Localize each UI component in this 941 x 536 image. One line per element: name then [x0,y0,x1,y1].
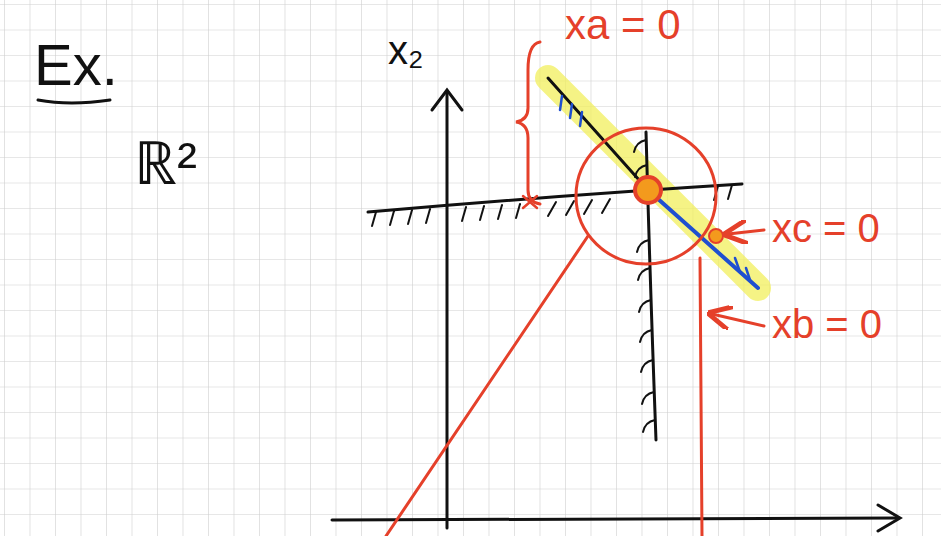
leader-line [700,258,702,536]
example-label: Ex. [34,36,118,94]
intersection-point [635,177,661,203]
leader-line [386,236,588,536]
highlight [548,78,758,288]
brace [516,42,540,204]
cross-mark [523,196,537,208]
constraint-line [368,184,742,212]
equation-label: xc = 0 [772,208,880,248]
space-label: ℝ² [134,134,197,194]
equation-label: xa = 0 [565,4,681,46]
equation-label: xb = 0 [772,304,882,344]
point [709,229,723,243]
underline [38,100,110,103]
constraint-line [548,78,648,190]
constraint-line [648,190,758,288]
hatching [560,96,750,280]
focus-circle [576,128,716,264]
axis-label: x₂ [388,30,424,70]
pointer-arrow [712,314,764,326]
hatching [372,185,732,226]
pointer-arrow [728,230,764,234]
